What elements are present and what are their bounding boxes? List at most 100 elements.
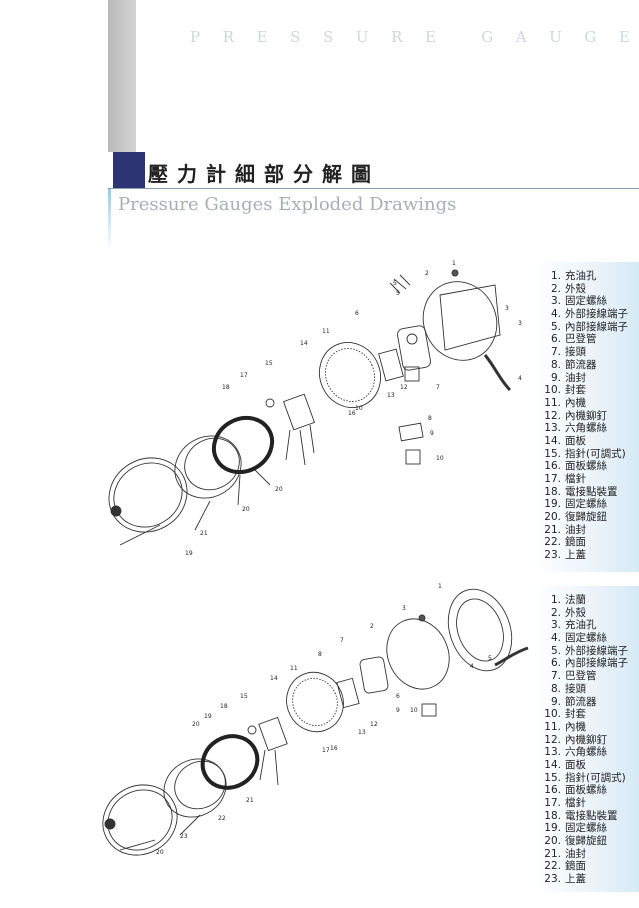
callout-label: 13: [358, 729, 366, 736]
legend-item: 4. 固定螺絲: [533, 632, 639, 645]
legend-item-number: 22.: [544, 860, 561, 873]
legend-item-label: 油封: [565, 847, 586, 860]
legend-item: 22.鏡面: [533, 536, 639, 549]
callout-label: 20: [275, 486, 283, 493]
header-letter: S: [290, 28, 301, 46]
callout-label: 15: [265, 360, 273, 367]
part-flange: [447, 588, 513, 672]
legend-item-number: 12.: [544, 409, 561, 422]
legend-item-label: 內部接線端子: [565, 320, 628, 333]
header-letter: A: [515, 28, 527, 46]
legend-item-label: 電接點裝置: [565, 809, 618, 822]
part-contact-device: [258, 716, 288, 752]
legend-item: 1.充油孔: [533, 270, 639, 283]
legend-item-label: 上蓋: [565, 549, 586, 562]
legend-item-number: 5.: [550, 320, 561, 333]
callout-label: 7: [340, 637, 344, 644]
legend-item-label: 固定螺絲: [565, 632, 607, 645]
callout-label: 6: [355, 310, 359, 317]
legend-item: 9.節流器: [533, 696, 639, 709]
legend-item-label: 外部接線端子: [565, 644, 628, 657]
legend-item: 12.內機鉚釘: [533, 410, 639, 423]
legend-item-number: 4.: [550, 632, 561, 645]
part-cover: [102, 784, 178, 856]
callout-label: 2: [370, 623, 374, 630]
callout-label: 12: [370, 721, 378, 728]
legend-item: 4.外部接線端子: [533, 308, 639, 321]
legend-item: 12.內機鉚釘: [533, 734, 639, 747]
part-oil-seal: [211, 415, 275, 475]
legend-item: 18.電接點裝置: [533, 486, 639, 499]
header-letter: S: [323, 28, 334, 46]
legend-item-label: 法蘭: [565, 594, 586, 606]
legend-item-number: 13.: [544, 422, 561, 435]
legend-item-number: 4.: [550, 308, 561, 321]
decorative-gray-bar: [108, 0, 136, 152]
legend-item-label: 內機: [565, 720, 586, 733]
legend-item-number: 1.: [550, 594, 561, 606]
legend-item: 13.六角螺絲: [533, 422, 639, 435]
legend-item: 14. 面板: [533, 435, 639, 448]
legend-item: 7.接頭: [533, 346, 639, 359]
header-letter: R: [222, 28, 234, 46]
part-contact-device: [282, 393, 316, 431]
legend-item-label: 固定螺絲: [565, 295, 607, 308]
legend-item-number: 6.: [550, 657, 561, 670]
callout-label: 6: [396, 693, 400, 700]
callout-label: 11: [322, 328, 330, 335]
legend-item: 16.面板螺絲: [533, 784, 639, 797]
header-letter: G: [584, 28, 597, 46]
legend-item: 15.指針(可調式): [533, 448, 639, 461]
legend-item-label: 指針(可調式): [565, 771, 626, 784]
decorative-blue-accent: [108, 188, 111, 250]
legend-item: 2.外殼: [533, 607, 639, 620]
legend-item-number: 1.: [550, 270, 561, 282]
callout-label: 3: [402, 605, 406, 612]
header-letter: U: [355, 28, 369, 46]
legend-item: 14.面板: [533, 759, 639, 772]
part-bourdon-tube: [359, 656, 389, 694]
title-accent-block: [113, 152, 145, 188]
legend-item-number: 8.: [550, 358, 561, 371]
legend-item-number: 14.: [544, 434, 561, 447]
legend-item-label: 外殼: [565, 606, 586, 619]
callout-label: 16: [348, 410, 356, 417]
legend-item-number: 3.: [550, 295, 561, 308]
legend-item-label: 檔針: [565, 473, 586, 485]
callout-label: 20: [242, 506, 250, 513]
legend-item: 3.充油孔: [533, 619, 639, 632]
legend-item-label: 鏡面: [565, 536, 586, 549]
legend-item-number: 14.: [544, 758, 561, 771]
legend-item-number: 21.: [544, 523, 561, 536]
legend-item-number: 7.: [550, 346, 561, 359]
legend-item: 6.巴登管: [533, 333, 639, 346]
legend-item: 3. 固定螺絲: [533, 295, 639, 308]
callout-label: 20: [192, 721, 200, 728]
legend-item: 20.復歸旋鈕: [533, 835, 639, 848]
part-mirror: [174, 435, 242, 499]
callout-label: 3: [505, 305, 509, 312]
callout-label: 14: [270, 675, 278, 682]
legend-item-number: 19.: [544, 822, 561, 835]
legend-item: 15.指針(可調式): [533, 772, 639, 785]
legend-item-label: 固定螺絲: [565, 498, 607, 511]
legend-item: 22.鏡面: [533, 860, 639, 873]
legend-item: 21.油封: [533, 848, 639, 861]
legend-item-number: 17.: [544, 473, 561, 485]
callout-label: 8: [428, 415, 432, 422]
callout-label: 14: [300, 340, 308, 347]
callout-label: 17: [322, 747, 330, 754]
legend-item-label: 面板: [565, 434, 586, 447]
legend-item-label: 油封: [565, 371, 586, 384]
callout-label: 21: [200, 530, 208, 537]
legend-item-number: 5.: [550, 644, 561, 657]
legend-item-label: 電接點裝置: [565, 485, 618, 498]
part-case: [386, 618, 450, 690]
legend-item: 13.六角螺絲: [533, 746, 639, 759]
exploded-drawing-top: 1 2 3 3 4 5 5 6 7 8 9 10 10 11 12 13 14 …: [108, 260, 522, 557]
legend-item: 11.內機: [533, 721, 639, 734]
legend-item-number: 7.: [550, 670, 561, 683]
part-bourdon-tube: [397, 325, 431, 371]
legend-item: 19.固定螺絲: [533, 498, 639, 511]
legend-item-label: 巴登管: [565, 333, 597, 346]
